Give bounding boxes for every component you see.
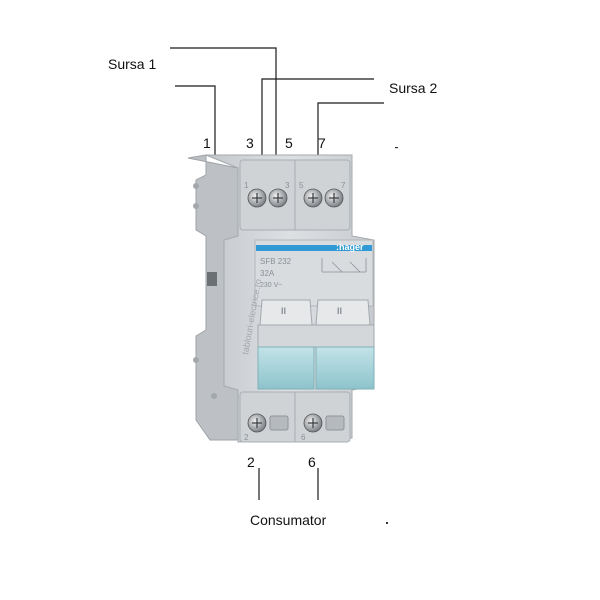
terminal-label-7: 7	[318, 135, 326, 151]
wiring	[170, 47, 384, 500]
wire-source1-l	[170, 47, 277, 155]
handle-mark-left: II	[281, 306, 286, 316]
terminal-label-5: 5	[285, 135, 293, 151]
source2-label: Sursa 2	[389, 80, 437, 96]
consumer-label: Consumator	[250, 512, 327, 528]
brand-stripe	[256, 245, 372, 251]
wire-source1-n	[175, 85, 216, 155]
brand-logo: :hager	[336, 242, 364, 252]
terminal-label-2: 2	[247, 454, 255, 470]
top-screws	[247, 188, 344, 208]
switch-schematic-icon	[321, 258, 367, 273]
terminal-label-6: 6	[308, 454, 316, 470]
terminal-label-1: 1	[203, 135, 211, 151]
window-right	[315, 346, 375, 390]
wire-source2-l	[261, 78, 374, 155]
source1-label: Sursa 1	[108, 56, 156, 72]
body-number-3: 3	[285, 181, 290, 190]
changeover-switch-device: 1 3 5 7 :hager SFB 232 32A 230 V~	[187, 154, 375, 443]
body-number-6: 6	[301, 433, 306, 442]
voltage-text: 230 V~	[260, 282, 282, 289]
terminal-label-3: 3	[246, 135, 254, 151]
side-details	[193, 183, 217, 399]
body-number-1: 1	[244, 181, 249, 190]
toggle-handles: II II	[257, 299, 375, 348]
window-left	[257, 346, 315, 390]
handle-mark-right: II	[337, 306, 342, 316]
stray-dot-top	[395, 147, 398, 149]
stray-dot-bottom	[386, 522, 388, 524]
body-number-2: 2	[244, 433, 249, 442]
bottom-screws	[247, 413, 345, 433]
body-number-7: 7	[341, 181, 346, 190]
model-text: SFB 232	[260, 257, 292, 266]
rating-text: 32A	[260, 269, 275, 278]
body-number-5: 5	[299, 181, 304, 190]
wire-source2-n	[317, 102, 384, 155]
